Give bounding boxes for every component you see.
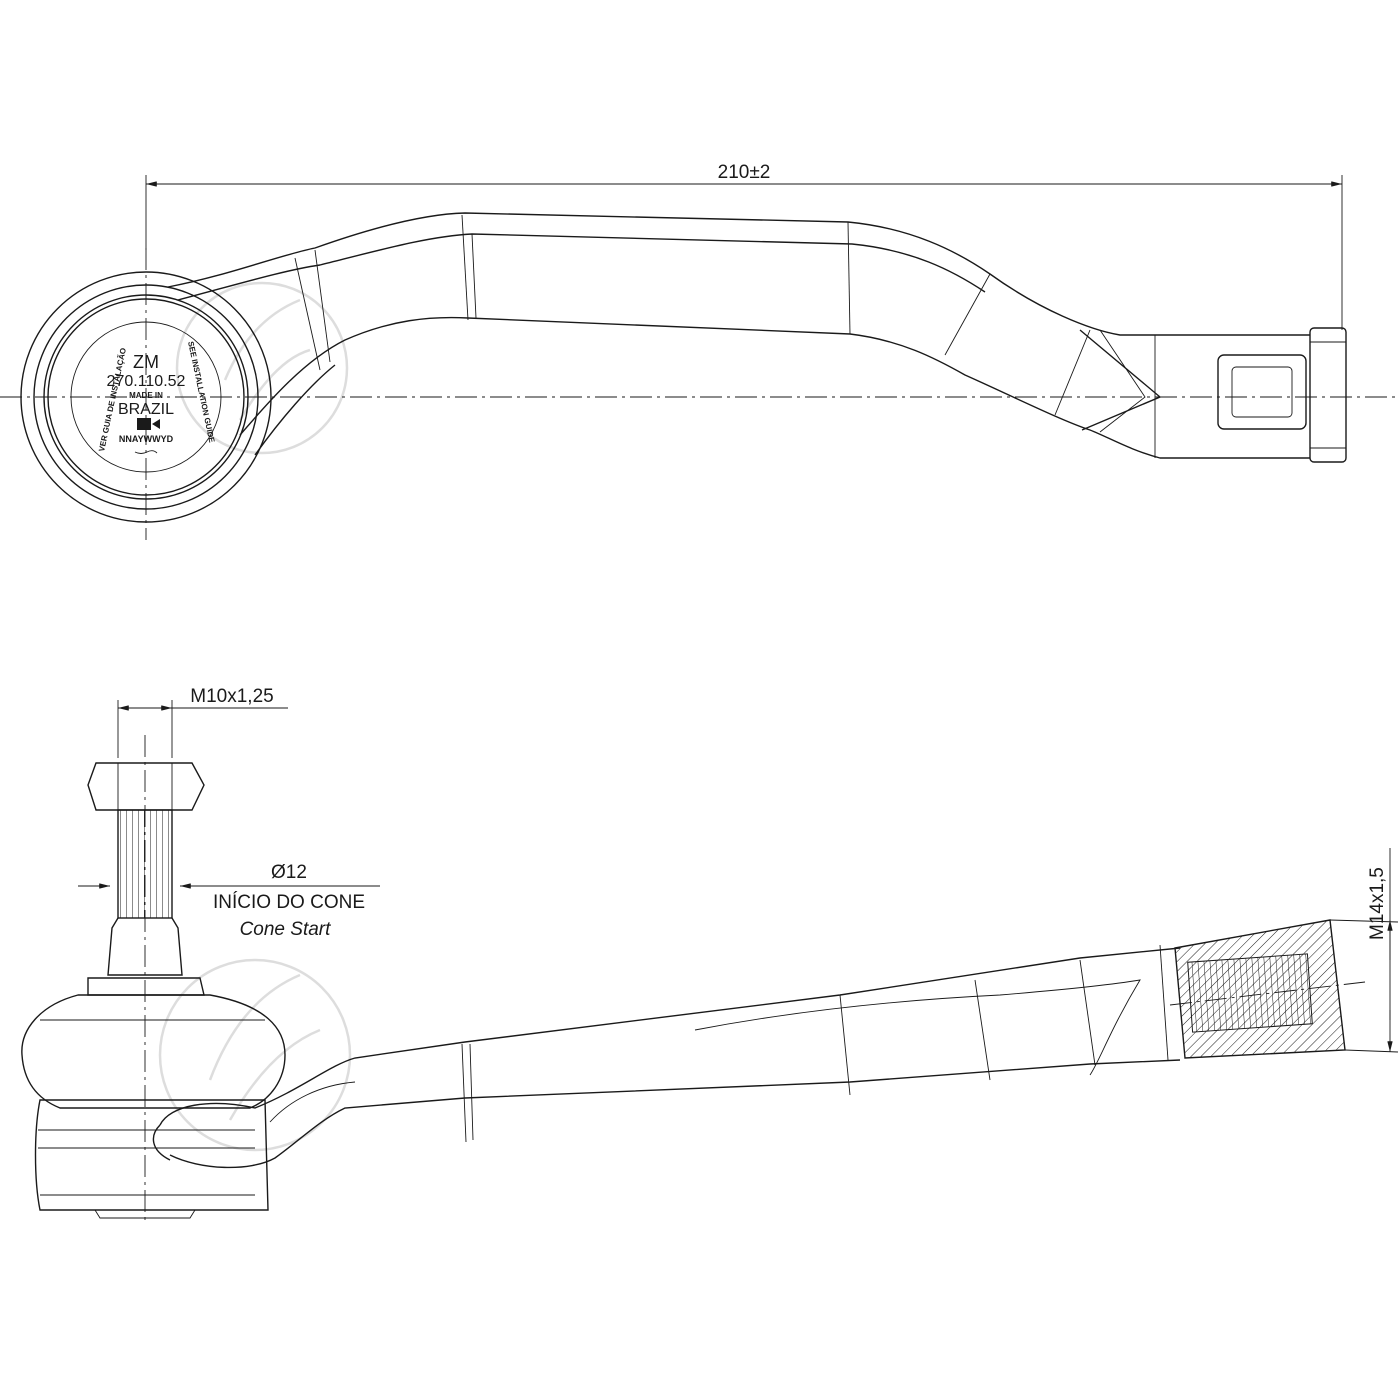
stud-thread-label: M10x1,25 — [190, 686, 273, 707]
castle-nut — [87, 762, 205, 811]
part-number: 270.110.52 — [107, 373, 186, 390]
arm-body-top — [167, 212, 1347, 463]
cone-start-pt-label: INÍCIO DO CONE — [213, 892, 365, 913]
signature-mark — [134, 450, 158, 454]
housing-marking: ZM 270.110.52 MADE IN BRAZIL NNAYWWYD VE… — [97, 341, 216, 454]
country-label: BRAZIL — [118, 401, 174, 418]
cone-diameter-label: Ø12 — [271, 862, 307, 883]
side-view: M10x1,25 Ø12 INÍCIO DO CONE Cone Start M… — [21, 686, 1399, 1225]
socket-housing — [20, 271, 272, 523]
threaded-stud — [107, 809, 183, 976]
made-in-label: MADE IN — [129, 391, 163, 400]
ball-housing — [34, 1099, 269, 1219]
cone-dimension: Ø12 INÍCIO DO CONE Cone Start — [78, 862, 380, 940]
rod-thread-label: M14x1,5 — [1367, 867, 1388, 940]
brand-mark: ZM — [133, 352, 159, 372]
cone-start-en-label: Cone Start — [240, 919, 332, 940]
date-code: NNAYWWYD — [119, 434, 174, 444]
arm-body-side — [152, 944, 1181, 1169]
stud-thread-dimension: M10x1,25 — [117, 686, 288, 758]
overall-length-dimension: 210±2 — [145, 162, 1343, 330]
overall-length-label: 210±2 — [718, 162, 771, 183]
rod-thread-dimension: M14x1,5 — [1329, 848, 1399, 1053]
recycle-icon — [137, 418, 160, 430]
dust-boot — [21, 977, 286, 1109]
top-view: ZM 270.110.52 MADE IN BRAZIL NNAYWWYD VE… — [0, 162, 1400, 540]
rod-thread-section — [1169, 919, 1366, 1059]
watermark-logo-top — [175, 281, 349, 455]
